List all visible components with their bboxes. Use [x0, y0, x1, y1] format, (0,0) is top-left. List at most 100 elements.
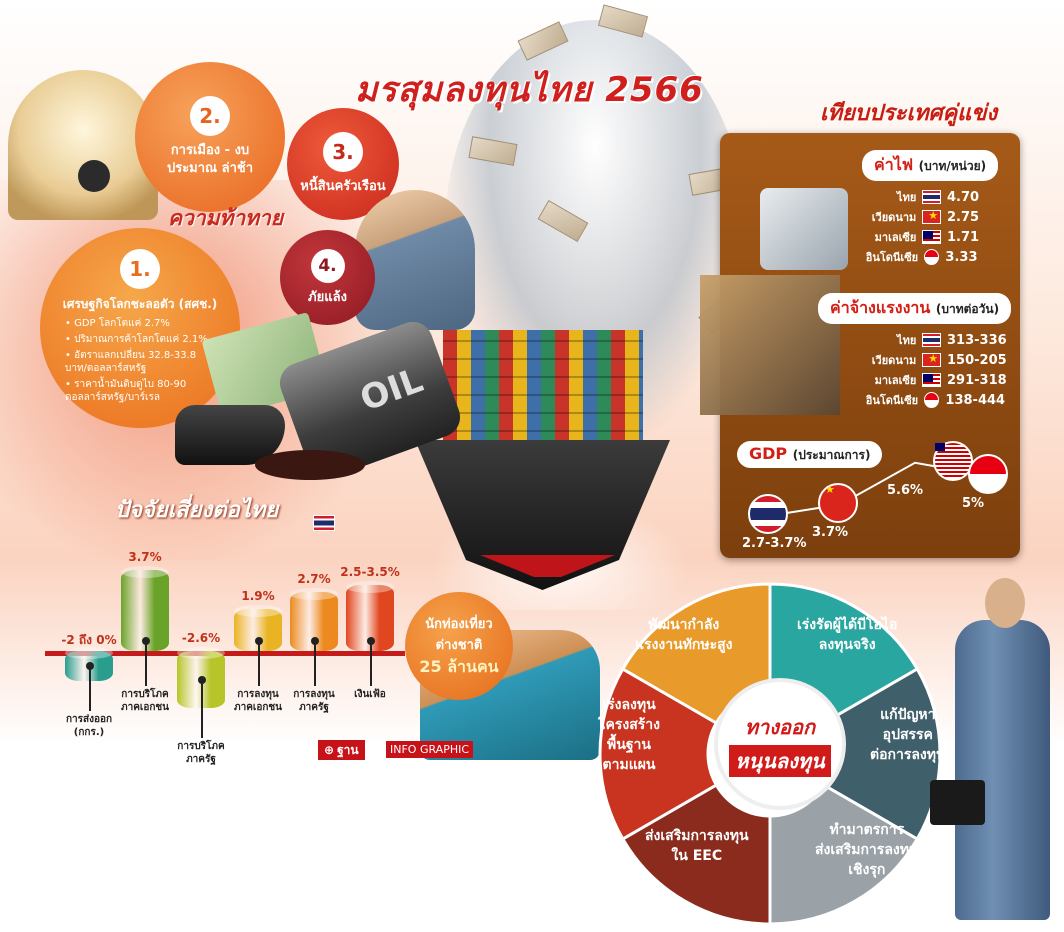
challenge-label: หนี้สินครัวเรือน [300, 179, 386, 194]
wheel-segment-label: ทำมาตรการส่งเสริมการลงทุนเชิงรุก [815, 820, 919, 880]
electricity-title-text: ค่าไฟ [874, 155, 914, 174]
gdp-flag-icon [968, 454, 1008, 494]
bar-value-label: 2.5-3.5% [340, 565, 400, 579]
democracy-monument-image [8, 70, 158, 220]
wheel-label-line: พัฒนากำลัง [648, 617, 720, 633]
wheel-segment-label: เร่งลงทุนโครงสร้างพื้นฐานตามแผน [598, 695, 660, 775]
challenge-label: ภัยแล้ง [308, 289, 347, 305]
bar-cap [121, 565, 169, 578]
wheel-center-subtitle: หนุนลงทุน [729, 745, 831, 777]
gdp-value-label: 5.6% [887, 482, 924, 498]
thailand-flag-icon [313, 515, 335, 531]
wheel-segment [768, 782, 920, 926]
tourist-count: 25 ล้านคน [419, 656, 499, 676]
businessman-head [985, 578, 1025, 628]
bar-pin [314, 641, 316, 686]
wheel-segment-label: แก้ปัญหาอุปสรรคต่อการลงทุน [870, 705, 946, 765]
businessman-image [955, 620, 1050, 920]
bar-pin-dot [255, 637, 263, 645]
challenge-4-bubble: 4. ภัยแล้ง [280, 230, 375, 325]
wheel-center: ทางออก หนุนลงทุน [718, 682, 842, 806]
stressed-man-image [355, 190, 475, 330]
bar-category-label: การส่งออก(กกร.) [65, 714, 113, 738]
tourist-line1: นักท่องเที่ยว [425, 616, 493, 632]
wage-unit: (บาทต่อวัน) [935, 302, 1000, 316]
bar-pin-dot [367, 637, 375, 645]
challenge-label: การเมือง - งบประมาณ ล่าช้า [166, 143, 254, 176]
gdp-title-text: GDP [749, 444, 788, 463]
gdp-value-label: 3.7% [812, 524, 849, 540]
electricity-unit: (บาท/หน่วย) [918, 159, 987, 173]
gdp-points: 2.7-3.7%3.7%5.6%5% [0, 0, 1064, 551]
bar-category-label: การบริโภคภาคเอกชน [121, 689, 169, 713]
risk-title: ปัจจัยเสี่ยงต่อไทย [115, 498, 279, 523]
monument-detail [78, 160, 110, 192]
bar-cap [177, 647, 225, 659]
page-title: มรสุมลงทุนไทย 2566 [355, 70, 704, 110]
bar-cap [234, 605, 282, 618]
country-name: ไทย [897, 334, 917, 347]
challenge-2-bubble: 2. การเมือง - งบประมาณ ล่าช้า [135, 62, 285, 212]
country-name: มาเลเซีย [874, 374, 917, 387]
bar-pin [258, 641, 260, 686]
challenge-number: 3. [323, 132, 363, 172]
gdp-title: GDP (ประมาณการ) [737, 441, 883, 468]
wage-value: 138-444 [945, 392, 1006, 408]
solutions-wheel [598, 582, 942, 926]
wheel-label-line: เชิงรุก [848, 862, 886, 878]
electricity-value: 1.71 [947, 229, 980, 245]
gdp-flag-icon [748, 493, 788, 534]
bar-cap [65, 647, 113, 659]
briefcase-image [930, 780, 985, 825]
bar-value-label: 1.9% [241, 589, 275, 604]
wheel-label-line: เร่งลงทุน [602, 697, 656, 713]
bar-category-label: การลงทุนภาครัฐ [293, 689, 335, 713]
challenge-label: เศรษฐกิจโลกชะลอตัว (สศช.) [62, 297, 218, 311]
wage-row: เวียดนาม150-205 [842, 350, 1012, 370]
malaysia-flag-icon [922, 230, 941, 244]
cargo-containers-image [443, 330, 643, 450]
challenge-number: 1. [120, 249, 160, 289]
wage-value: 313-336 [947, 332, 1007, 348]
thailand-flag-icon [922, 333, 941, 347]
electric-meter-image [760, 188, 848, 270]
logo: ⊕ ฐาน [318, 740, 365, 760]
bar-value-label: -2 ถึง 0% [61, 633, 117, 647]
wage-row: ไทย 313-336 [842, 330, 1012, 350]
challenge-number: 2. [190, 96, 230, 136]
indonesia-flag-icon [924, 249, 940, 265]
tourist-line2: ต่างชาติ [435, 637, 483, 653]
wage-title-text: ค่าจ้างแรงงาน [830, 298, 931, 317]
chart-baseline [45, 651, 405, 656]
electricity-title: ค่าไฟ (บาท/หน่วย) [862, 150, 999, 181]
vietnam-flag-icon [922, 352, 941, 367]
wheel-label-line: ส่งเสริมการลงทุน [645, 828, 749, 844]
tourist-bubble: นักท่องเที่ยว ต่างชาติ 25 ล้านคน [405, 592, 513, 700]
wheel-label-line: ใน EEC [671, 848, 723, 864]
wheel-label-line: อุปสรรค [882, 727, 933, 743]
electricity-row: มาเลเซีย 1.71 [842, 227, 1012, 247]
wheel-label-line: เร่งรัดผู้ได้บีโอไอ [797, 617, 898, 633]
country-name: มาเลเซีย [874, 231, 917, 244]
wage-value: 150-205 [947, 352, 1007, 368]
bar-pin-dot [142, 637, 150, 645]
wheel-label-line: ต่อการลงทุน [870, 747, 946, 763]
thailand-flag-icon [922, 190, 941, 204]
wheel-label-line: ทำมาตรการ [829, 822, 905, 838]
point-item: ราคาน้ำมันดิบดูไบ 80-90 ดอลลาร์สหรัฐ/บาร… [65, 378, 215, 404]
logo-subtitle: INFO GRAPHIC [386, 741, 474, 758]
bar-cap [346, 581, 394, 593]
wheel-label-line: แก้ปัญหา [880, 707, 936, 723]
bar-value-label: -2.6% [181, 631, 221, 645]
wheel-label-line: แรงงานทักษะสูง [635, 637, 733, 653]
wheel-label-line: ลงทุนจริง [818, 637, 876, 653]
bar-value-label: 3.7% [128, 549, 162, 564]
wheel-label-line: ตามแผน [602, 757, 656, 773]
wage-title: ค่าจ้างแรงงาน (บาทต่อวัน) [818, 293, 1012, 324]
bar-pin-dot [198, 675, 206, 684]
gdp-flag-icon [933, 440, 973, 481]
bar-pin-dot [311, 637, 319, 645]
